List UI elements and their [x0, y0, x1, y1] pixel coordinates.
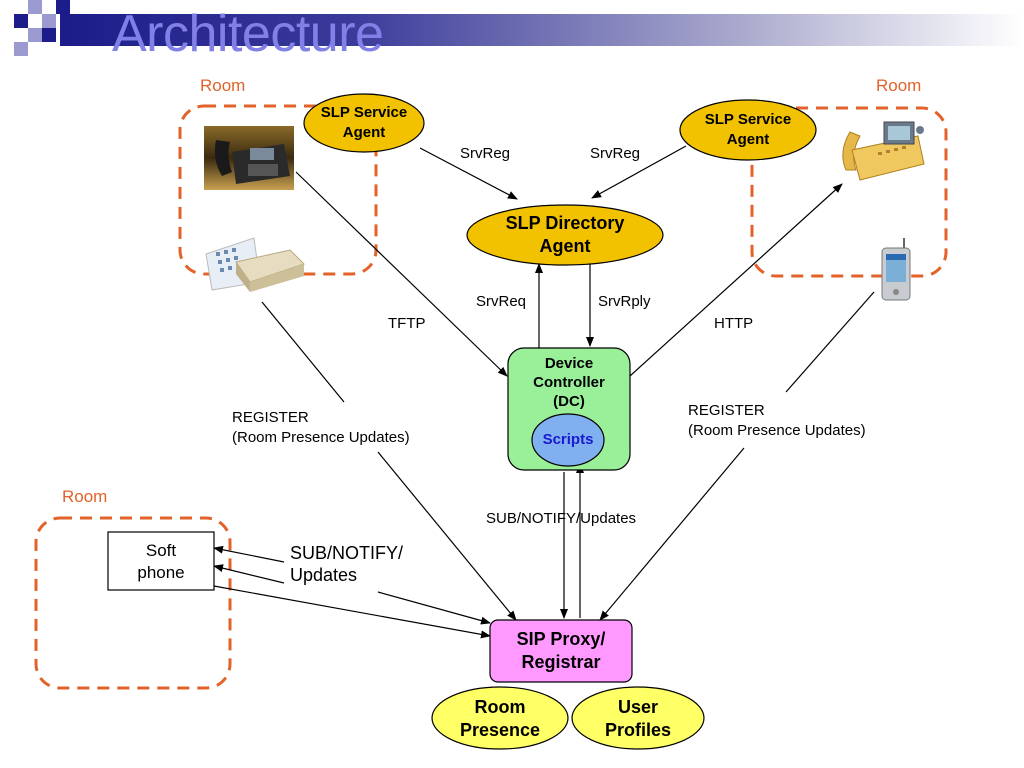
- label-line: Registrar: [521, 652, 601, 672]
- slide-title: Architecture: [112, 5, 384, 63]
- soft-phone-box: [107, 531, 215, 591]
- card-reader-icon: [205, 237, 305, 292]
- label-line: SUB/NOTIFY/: [290, 543, 404, 563]
- label-line: Agent: [539, 236, 591, 256]
- sip-proxy-label: SIP Proxy/ Registrar: [490, 628, 632, 674]
- scripts-label: Scripts: [542, 431, 594, 448]
- label-line: (DC): [553, 393, 585, 410]
- device-controller-label: Device Controller (DC): [508, 354, 630, 411]
- label-line: REGISTER: [688, 402, 765, 419]
- label-line: REGISTER: [232, 409, 309, 426]
- edge-label-register-right: REGISTER (Room Presence Updates): [688, 401, 866, 441]
- edge-http: [629, 183, 843, 377]
- slp-service-agent-right: [679, 99, 817, 161]
- label-line: Agent: [726, 131, 770, 148]
- sip-proxy-registrar: [489, 619, 633, 683]
- edge-label-srvreg-left: SrvReg: [460, 145, 511, 162]
- edge-label-sub-notify-left: SUB/NOTIFY/ Updates: [290, 542, 403, 586]
- soft-phone-label: Soft phone: [108, 540, 214, 584]
- label-line: Presence: [459, 720, 541, 740]
- edge-soft-to-proxy-b: [377, 591, 491, 625]
- edge-label-srvreg-right: SrvReg: [590, 145, 641, 162]
- room-label-top-left: Room: [200, 76, 246, 95]
- label-line: Device: [544, 355, 594, 372]
- edge-register-left-a: [261, 301, 345, 403]
- edge-label-srvrply: SrvRply: [598, 293, 651, 310]
- room-boundary-top-right: [750, 106, 948, 278]
- slp-service-agent-left-label: SLP Service Agent: [304, 103, 424, 143]
- ip-desk-phone-icon: [204, 126, 294, 190]
- user-profiles: [571, 686, 705, 750]
- label-line: Agent: [342, 124, 386, 141]
- room-label-bottom-left: Room: [62, 487, 108, 506]
- desk-phone-yellow-icon: [842, 121, 925, 181]
- room-presence-label: Room Presence: [432, 696, 568, 742]
- label-line: Room: [474, 697, 526, 717]
- edge-label-http: HTTP: [714, 315, 754, 332]
- edge-srvreg-right: [591, 145, 687, 199]
- edge-register-left-b: [377, 451, 517, 621]
- label-line: (Room Presence Updates): [688, 422, 866, 439]
- decor-square: [56, 0, 70, 14]
- label-line: SLP Service: [320, 104, 408, 121]
- scripts-node: [531, 413, 605, 467]
- room-label-top-right: Room: [876, 76, 922, 95]
- edge-soft-sub-b: [213, 564, 285, 584]
- label-line: (Room Presence Updates): [232, 429, 410, 446]
- label-line: phone: [137, 563, 185, 582]
- decor-square: [14, 42, 28, 56]
- slp-service-agent-left: [303, 93, 425, 153]
- decor-square: [28, 28, 42, 42]
- edge-register-right-a: [785, 291, 875, 393]
- edge-label-tftp: TFTP: [388, 315, 426, 332]
- decor-square: [28, 0, 42, 14]
- edge-label-sub-notify-center: SUB/NOTIFY/Updates: [486, 510, 637, 527]
- label-line: Controller: [533, 374, 605, 391]
- edge-soft-sub-a: [213, 545, 285, 563]
- room-presence: [431, 686, 569, 750]
- edge-register-right-b: [599, 447, 745, 621]
- decor-square: [14, 14, 28, 28]
- label-line: SLP Directory: [505, 213, 625, 233]
- decor-square: [42, 28, 56, 42]
- decor-square: [42, 14, 56, 28]
- label-line: Soft: [145, 541, 177, 560]
- room-boundary-top-left: [178, 104, 378, 276]
- user-profiles-label: User Profiles: [572, 696, 704, 742]
- label-line: SLP Service: [704, 111, 792, 128]
- edge-label-srvreq: SrvReq: [476, 293, 527, 310]
- edge-label-register-left: REGISTER (Room Presence Updates): [232, 408, 410, 448]
- edge-soft-to-proxy-a: [213, 585, 491, 639]
- slp-directory-agent-label: SLP Directory Agent: [467, 212, 663, 258]
- slp-service-agent-right-label: SLP Service Agent: [680, 110, 816, 150]
- label-line: Updates: [290, 565, 358, 585]
- edge-tftp: [295, 171, 508, 377]
- pda-icon: [881, 238, 911, 301]
- label-line: User: [617, 697, 659, 717]
- label-line: Profiles: [604, 720, 672, 740]
- label-line: SIP Proxy/: [516, 629, 606, 649]
- slp-directory-agent: [466, 204, 664, 266]
- edge-srvreg-left: [419, 147, 518, 200]
- room-boundary-bottom-left: [34, 516, 232, 690]
- title-bar-gradient: [60, 14, 1024, 46]
